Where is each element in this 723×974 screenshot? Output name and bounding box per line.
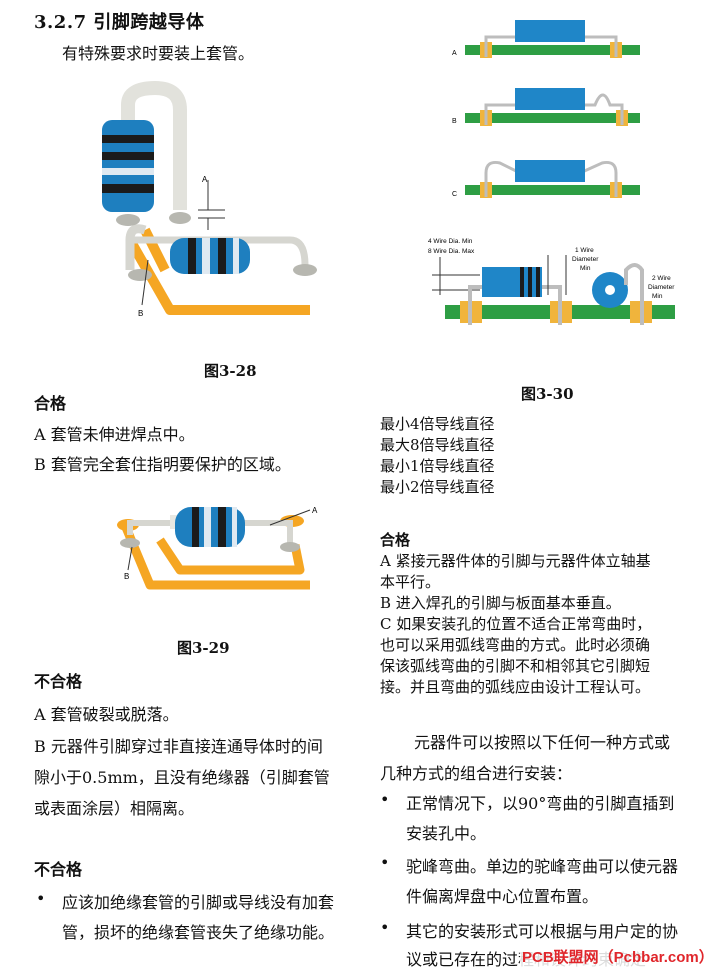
fig29-caption: 图3-29 (177, 639, 230, 657)
horizontal-component (170, 238, 250, 274)
mount-intro-line2: 几种方式的组合进行安装： (380, 764, 573, 783)
figure-3-30: A B C 4 Wire Dia. Min 8 Wire Dia. Max (428, 20, 675, 325)
fig29-component (175, 507, 245, 547)
reject1-item-a: A 套管破裂或脱落。 (34, 705, 179, 724)
fig30-lbl-1wire-3: Min (580, 265, 591, 272)
bullet-dot: • (380, 918, 390, 937)
accept2-c-line2: 也可以采用弧线弯曲的方式。此时必须确 (380, 636, 651, 654)
fig28-label-a: A (202, 175, 208, 184)
fig30-detail: 4 Wire Dia. Min 8 Wire Dia. Max 1 Wire D… (428, 238, 675, 325)
accept2-b: B 进入焊孔的引脚与板面基本垂直。 (380, 594, 621, 612)
fig30-lbl-1wire-2: Diameter (572, 256, 599, 263)
fig29-label-b: B (124, 572, 129, 581)
fig29-label-a: A (312, 506, 318, 515)
bullet-dot: • (380, 853, 390, 872)
fig30-label-c: C (452, 191, 457, 198)
reject1-heading: 不合格 (34, 672, 83, 691)
fig28-label-b: B (138, 309, 143, 318)
fig30-row-a: A (452, 20, 640, 58)
mount-intro-line1: 元器件可以按照以下任何一种方式或 (414, 733, 671, 752)
accept2-heading: 合格 (380, 531, 411, 549)
fig30-lbl-8wire-max: 8 Wire Dia. Max (428, 248, 475, 255)
fig30-note-4: 最小2倍导线直径 (380, 478, 495, 496)
section-title: 3.2.7 引脚跨越导体 (34, 12, 205, 33)
fig30-caption: 图3-30 (521, 385, 574, 403)
fig28-caption: 图3-28 (204, 362, 257, 380)
reject1-item-b-line1: B 元器件引脚穿过非直接连通导体时的间 (34, 737, 323, 756)
reject1-item-b-line2: 隙小于0.5mm，且没有绝缘器（引脚套管 (34, 768, 330, 787)
fig30-lbl-1wire-1: 1 Wire (575, 247, 594, 254)
mount-b1-line2: 安装孔中。 (406, 824, 487, 843)
accept2-c-line4: 接。并且弯曲的弧线应由设计工程认可。 (380, 678, 651, 696)
fig30-lbl-2wire-2: Diameter (648, 284, 675, 291)
fig30-lbl-2wire-1: 2 Wire (652, 275, 671, 282)
reject2-line1: 应该加绝缘套管的引脚或导线没有加套 (62, 893, 335, 912)
reject1-item-b-line3: 或表面涂层）相隔离。 (34, 799, 195, 818)
fig30-lbl-4wire-min: 4 Wire Dia. Min (428, 238, 473, 245)
fig30-lbl-2wire-3: Min (652, 293, 663, 300)
mount-b1-line1: 正常情况下，以90°弯曲的引脚直插到 (406, 794, 675, 813)
accept2-a-line2: 本平行。 (380, 573, 441, 591)
accept1-item-b: B 套管完全套住指明要保护的区域。 (34, 455, 291, 474)
watermark: PCB联盟网（Pcbbar.com） (520, 946, 716, 967)
bullet-dot: • (36, 889, 46, 908)
vertical-component (102, 120, 154, 212)
fig30-note-1: 最小4倍导线直径 (380, 415, 495, 433)
fig30-label-a: A (452, 50, 457, 57)
figure-3-28: A B (102, 80, 317, 318)
mount-b3-line1: 其它的安装形式可以根据与用户定的协 (406, 922, 679, 941)
fig30-row-c: C (452, 160, 640, 198)
reject2-line2: 管，损坏的绝缘套管丧失了绝缘功能。 (62, 923, 335, 942)
fig30-note-3: 最小1倍导线直径 (380, 457, 495, 475)
accept1-heading: 合格 (34, 394, 67, 413)
fig30-row-b: B (452, 88, 640, 126)
accept2-a-line1: A 紧接元器件体的引脚与元器件体立轴基 (380, 552, 651, 570)
fig30-note-2: 最大8倍导线直径 (380, 436, 495, 454)
accept2-c-line3: 保该弧线弯曲的引脚不和相邻其它引脚短 (380, 657, 651, 675)
mount-b2-line1: 驼峰弯曲。单边的驼峰弯曲可以使元器 (406, 857, 679, 876)
reject2-heading: 不合格 (34, 860, 83, 879)
fig30-label-b: B (452, 118, 457, 125)
intro-text: 有特殊要求时要装上套管。 (62, 44, 255, 63)
accept2-c-line1: C 如果安装孔的位置不适合正常弯曲时， (380, 615, 652, 633)
bullet-dot: • (380, 790, 390, 809)
mount-b2-line2: 件偏离焊盘中心位置布置。 (406, 887, 599, 906)
accept1-item-a: A 套管未伸进焊点中。 (34, 425, 195, 444)
figure-3-29: A B (117, 506, 318, 590)
